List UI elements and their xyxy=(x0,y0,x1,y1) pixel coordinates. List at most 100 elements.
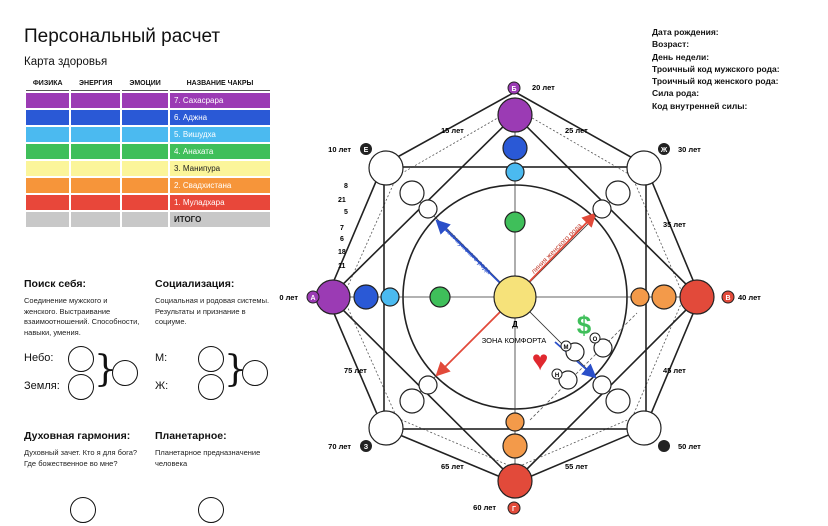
col-chakra-name: НАЗВАНИЕ ЧАКРЫ xyxy=(170,80,270,91)
point-e xyxy=(368,150,404,186)
section-spiritual-title: Духовная гармония: xyxy=(24,430,131,442)
letter-m: М xyxy=(564,345,569,351)
table-cell xyxy=(26,195,70,210)
circle-m xyxy=(198,346,224,372)
brace-right: } xyxy=(224,349,247,390)
circle-spiritual xyxy=(70,497,96,523)
age-60: 60 лет xyxy=(473,503,496,512)
section-search-self-title: Поиск себя: xyxy=(24,278,86,290)
table-row: 7. Сахасрара xyxy=(26,93,270,108)
letter-n: Н xyxy=(555,373,559,379)
table-cell xyxy=(26,127,70,142)
chakra-name-cell: 3. Манипура xyxy=(170,161,270,176)
table-row: 4. Анахата xyxy=(26,144,270,159)
info-weekday: День недели: xyxy=(652,51,710,62)
point-left-blue xyxy=(353,284,379,310)
label-zh: Ж: xyxy=(155,380,169,392)
table-cell xyxy=(122,212,168,227)
table-row: 2. Свадхистана xyxy=(26,178,270,193)
age-18: 18 xyxy=(338,249,346,256)
page-title: Персональный расчет xyxy=(24,26,221,47)
circle-planetary xyxy=(198,497,224,523)
table-row: 1. Муладхара xyxy=(26,195,270,210)
point-right-orange xyxy=(651,284,677,310)
section-planetary-text: Планетарное предназначение человека xyxy=(155,448,261,468)
letter-a: А xyxy=(310,295,315,302)
table-cell xyxy=(122,178,168,193)
circle-m-zh-sum xyxy=(242,360,268,386)
table-row: ИТОГО xyxy=(26,212,270,227)
point-top-blue xyxy=(502,135,528,161)
letter-g: Г xyxy=(512,506,516,513)
age-20: 20 лет xyxy=(532,83,555,92)
section-planetary-title: Планетарное: xyxy=(155,430,227,442)
arrow-lower-left xyxy=(435,311,501,377)
point-i xyxy=(626,410,662,446)
table-cell xyxy=(122,110,168,125)
letter-o: О xyxy=(593,337,598,343)
dollar-icon: $ xyxy=(577,310,592,340)
table-cell xyxy=(122,161,168,176)
table-cell xyxy=(71,127,121,142)
badge-b xyxy=(507,81,521,95)
point-top-lightblue xyxy=(505,162,525,182)
info-inner-power-code: Код внутренней силы: xyxy=(652,100,748,111)
point-e-inner xyxy=(399,180,425,206)
point-left-green xyxy=(429,286,451,308)
point-zh xyxy=(626,150,662,186)
table-cell xyxy=(26,161,70,176)
female-line-label: линия женского рода xyxy=(530,222,583,275)
table-row: 6. Аджна xyxy=(26,110,270,125)
col-emotions: ЭМОЦИИ xyxy=(122,80,168,91)
age-55: 55 лет xyxy=(565,462,588,471)
table-cell xyxy=(26,144,70,159)
table-cell xyxy=(26,93,70,108)
label-sky: Небо: xyxy=(24,352,54,364)
section-socialization-text: Социальная и родовая системы. Результаты… xyxy=(155,296,270,326)
badge-o xyxy=(589,332,601,344)
chakra-name-cell: 6. Аджна xyxy=(170,110,270,125)
table-cell xyxy=(71,178,121,193)
age-10: 10 лет xyxy=(328,145,351,154)
table-cell xyxy=(71,110,121,125)
table-row: 3. Манипура xyxy=(26,161,270,176)
age-65: 65 лет xyxy=(441,462,464,471)
table-cell xyxy=(122,93,168,108)
point-g-bottom xyxy=(497,463,533,499)
brace-left: } xyxy=(94,349,117,390)
age-75: 75 лет xyxy=(344,366,367,375)
info-age: Возраст: xyxy=(652,39,690,50)
point-right-orange2 xyxy=(630,287,650,307)
col-energy: ЭНЕРГИЯ xyxy=(71,80,121,91)
col-physics: ФИЗИКА xyxy=(26,80,70,91)
letter-e: Е xyxy=(364,147,369,154)
point-bottom-orange xyxy=(502,433,528,459)
point-z-inner2 xyxy=(418,375,438,395)
age-35: 35 лет xyxy=(663,220,686,229)
age-70: 70 лет xyxy=(328,442,351,451)
point-center-d xyxy=(493,275,537,319)
circle-earth xyxy=(68,374,94,400)
point-z-inner xyxy=(399,388,425,414)
age-7: 7 xyxy=(340,225,344,232)
section-search-self-text: Соединение мужского и женского. Выстраив… xyxy=(24,296,140,337)
table-cell xyxy=(26,110,70,125)
info-female-code: Троичный код женского рода: xyxy=(652,76,779,87)
point-top-green xyxy=(504,211,526,233)
point-o-circle xyxy=(593,338,613,358)
chakra-name-cell: 4. Анахата xyxy=(170,144,270,159)
label-m: М: xyxy=(155,352,168,364)
info-male-code: Троичный код мужского рода: xyxy=(652,63,780,74)
chakra-table: ФИЗИКА ЭНЕРГИЯ ЭМОЦИИ НАЗВАНИЕ ЧАКРЫ 7. … xyxy=(24,78,272,229)
circle-zh xyxy=(198,374,224,400)
table-row: 5. Вишудха xyxy=(26,127,270,142)
chakra-name-cell: 1. Муладхара xyxy=(170,195,270,210)
chakra-name-cell: 7. Сахасрара xyxy=(170,93,270,108)
age-0: 0 лет xyxy=(279,293,298,302)
chakra-name-cell: 2. Свадхистана xyxy=(170,178,270,193)
age-30: 30 лет xyxy=(678,145,701,154)
label-earth: Земля: xyxy=(24,380,60,392)
letter-d: Д xyxy=(512,320,518,329)
table-body: 7. Сахасрара 6. Аджна 5. Вишудха 4. Анахата… xyxy=(26,93,270,227)
